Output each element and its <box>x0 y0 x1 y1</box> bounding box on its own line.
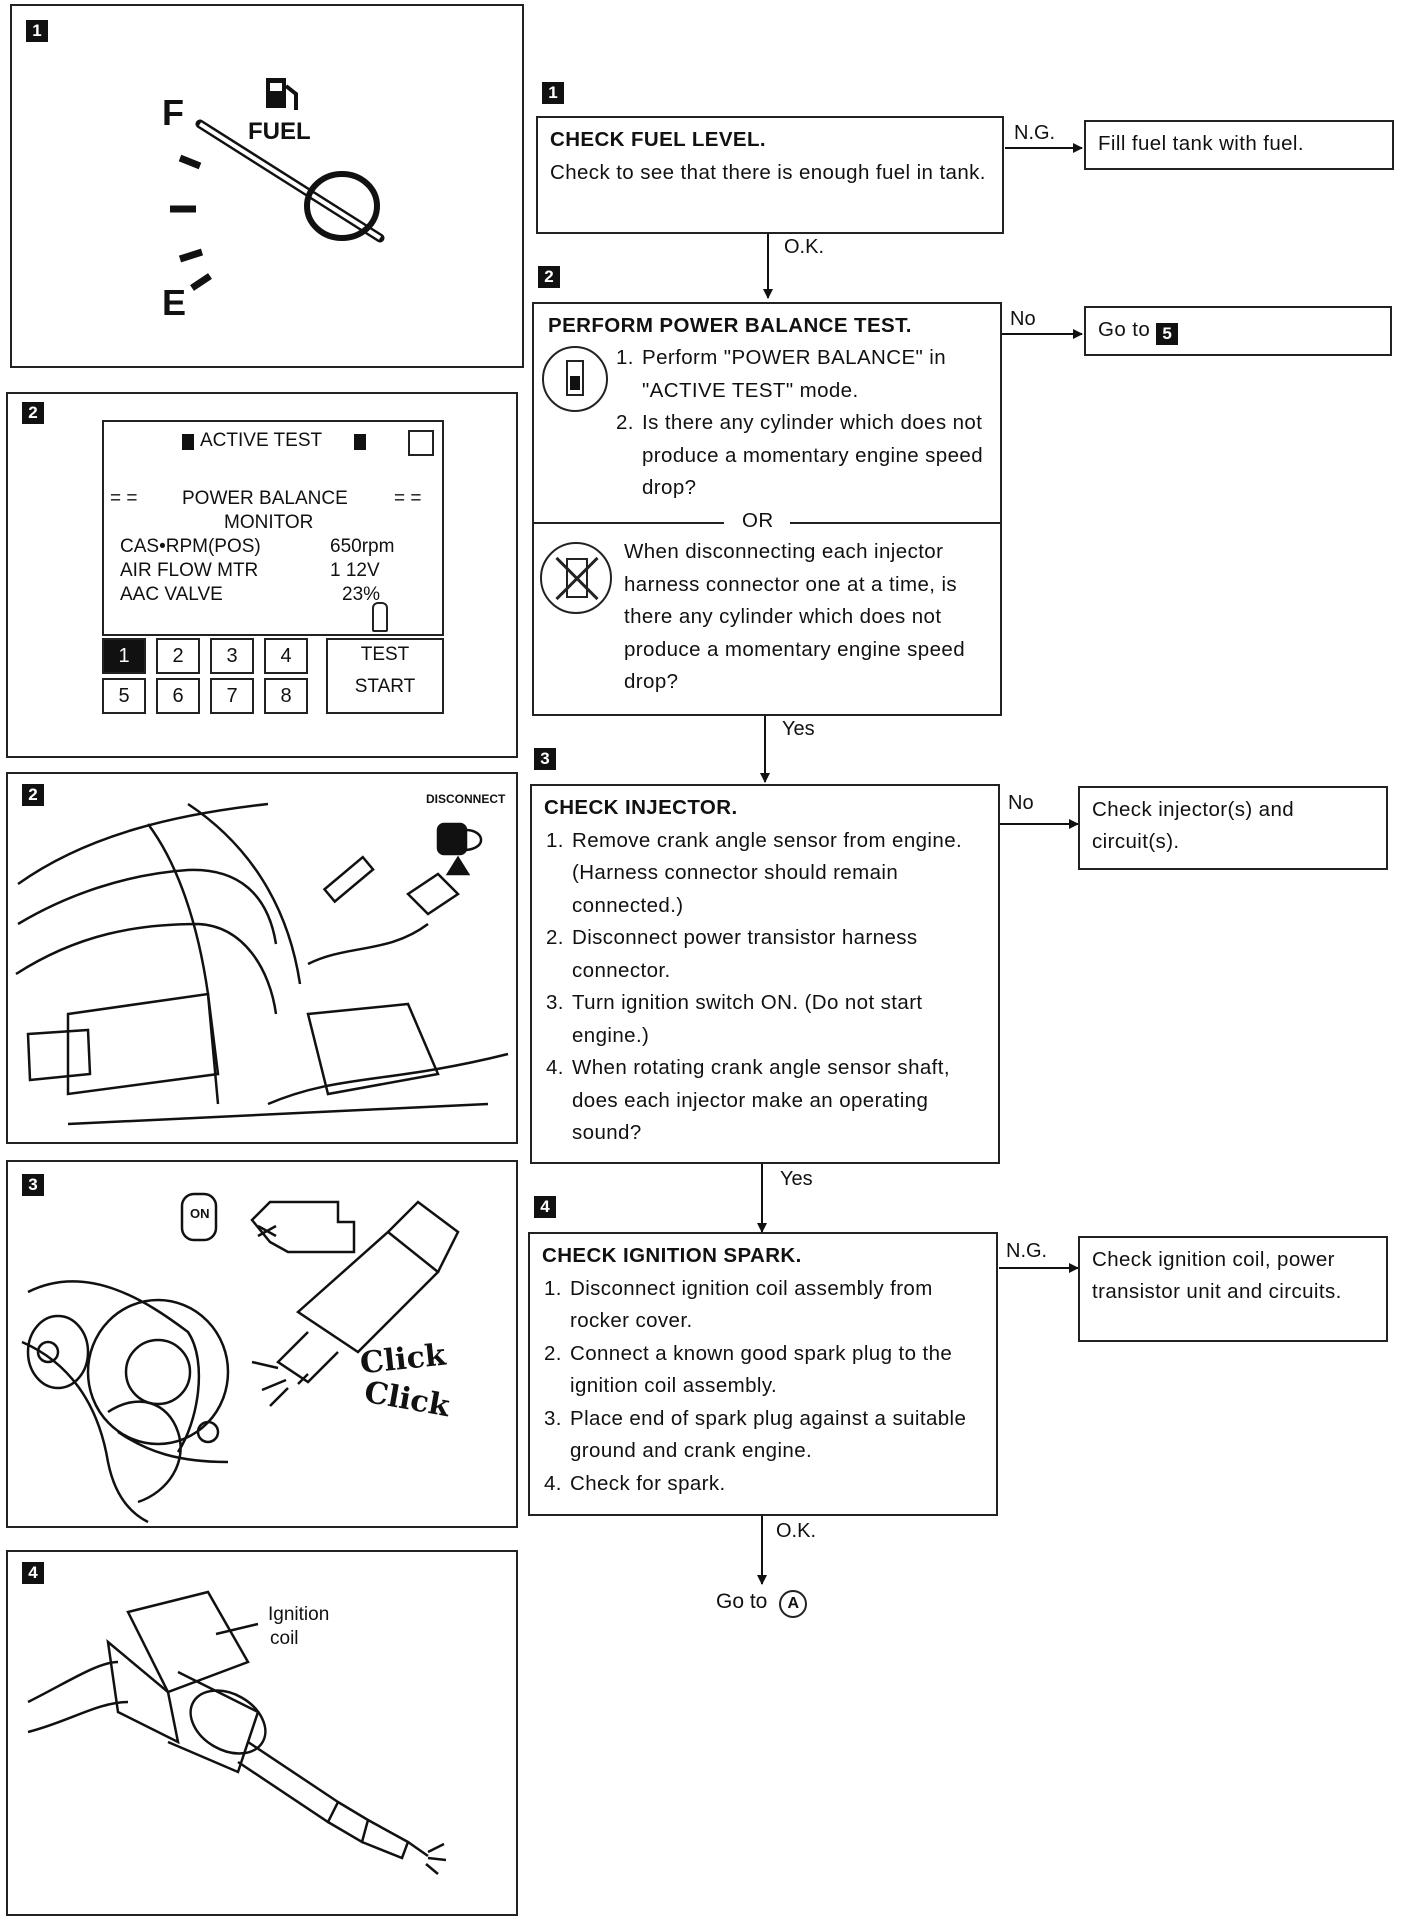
or-label: OR <box>742 509 774 532</box>
step-badge: 4 <box>22 1562 44 1584</box>
header-mark-left <box>182 434 194 450</box>
step-badge: 2 <box>22 402 44 424</box>
dash-left: = = <box>110 488 138 509</box>
or-divider-right <box>790 522 1000 524</box>
goto-text: Go to <box>1098 318 1151 341</box>
ok-label: O.K. <box>784 236 825 258</box>
row-name: AAC VALVE <box>120 584 223 605</box>
step-items: Disconnect ignition coil assembly from r… <box>542 1273 984 1501</box>
step-items: Remove crank angle sensor from engine. (… <box>544 825 986 1150</box>
step-item: Place end of spark plug against a suitab… <box>568 1403 984 1468</box>
or-divider-left <box>534 522 724 524</box>
engine-drawing <box>15 802 509 1126</box>
active-test-header: ACTIVE TEST <box>200 430 323 451</box>
step-item: Perform "POWER BALANCE" in "ACTIVE TEST"… <box>640 342 1010 407</box>
step-badge: 3 <box>534 748 556 770</box>
step-title: PERFORM POWER BALANCE TEST. <box>548 314 912 337</box>
cylinder-key[interactable]: 1 <box>102 638 146 674</box>
ng-result-box: Fill fuel tank with fuel. <box>1084 120 1394 170</box>
gauge-full-label: F <box>162 92 184 133</box>
goto-step-badge[interactable]: 5 <box>1156 323 1179 345</box>
step-badge: 3 <box>22 1174 44 1196</box>
goto-connector[interactable]: Go to A <box>716 1590 808 1618</box>
step-item: Remove crank angle sensor from engine. (… <box>570 825 986 923</box>
step-1-box: CHECK FUEL LEVEL. Check to see that ther… <box>536 116 1004 234</box>
yes-label: Yes <box>780 1168 813 1190</box>
step-item: When rotating crank angle sensor shaft, … <box>570 1052 986 1150</box>
step-items: Perform "POWER BALANCE" in "ACTIVE TEST"… <box>614 342 1010 505</box>
step-item: Connect a known good spark plug to the i… <box>568 1338 984 1403</box>
row-name: CAS•RPM(POS) <box>120 536 261 557</box>
step-title: CHECK INJECTOR. <box>544 796 738 819</box>
cylinder-key[interactable]: 3 <box>210 638 254 674</box>
step-2-box: PERFORM POWER BALANCE TEST. Perform "POW… <box>532 302 1002 716</box>
test-start-key[interactable]: TEST START <box>326 638 444 714</box>
no-tool-icon <box>540 542 612 614</box>
cylinder-key[interactable]: 5 <box>102 678 146 714</box>
fuel-gauge-drawing <box>170 78 385 291</box>
row-value: 23% <box>342 584 381 605</box>
cylinder-key[interactable]: 2 <box>156 638 200 674</box>
step-badge: 2 <box>22 784 44 806</box>
consult-tool-icon <box>542 346 608 412</box>
step-item: Disconnect ignition coil assembly from r… <box>568 1273 984 1338</box>
row-name: AIR FLOW MTR <box>120 560 259 581</box>
start-label: START <box>354 676 416 697</box>
engine-harness-illustration: 2 DISCONNECT <box>6 772 518 1144</box>
ignition-coil-drawing <box>27 1590 447 1875</box>
alt-text: When disconnecting each injector harness… <box>624 540 966 693</box>
step-text: Check to see that there is enough fuel i… <box>550 160 986 184</box>
monitor-subtitle: MONITOR <box>224 512 314 533</box>
step-badge: 4 <box>534 1196 556 1218</box>
ignition-on-label: ON <box>190 1206 210 1221</box>
goto-text: Go to <box>716 1590 768 1613</box>
step-4-box: CHECK IGNITION SPARK. Disconnect ignitio… <box>528 1232 998 1516</box>
step-title: CHECK FUEL LEVEL. <box>550 128 766 151</box>
dash-right: = = <box>394 488 422 509</box>
step-item: Check for spark. <box>568 1468 984 1501</box>
cylinder-key[interactable]: 8 <box>264 678 308 714</box>
step-badge: 1 <box>542 82 564 104</box>
test-label: TEST <box>360 644 410 665</box>
connector-a-icon: A <box>779 1590 808 1618</box>
screen-checkbox <box>408 430 434 456</box>
gauge-fuel-label: FUEL <box>248 118 311 145</box>
step-item: Is there any cylinder which does not pro… <box>640 407 1010 505</box>
header-mark-right <box>354 434 366 450</box>
step-badge: 1 <box>26 20 48 42</box>
crank-sensor-illustration: 3 ON Click Click <box>6 1160 518 1528</box>
row-value: 650rpm <box>330 536 395 557</box>
no-result-box: Check injector(s) and circuit(s). <box>1078 786 1388 870</box>
cylinder-key[interactable]: 4 <box>264 638 308 674</box>
fuel-gauge-illustration: 1 F E FUEL <box>10 4 524 368</box>
ignition-coil-illustration: 4 Ignition coil <box>6 1550 518 1916</box>
consult-display: ACTIVE TEST = = POWER BALANCE = = MONITO… <box>102 420 444 636</box>
yes-label: Yes <box>782 718 815 740</box>
row-value: 1 12V <box>330 560 380 581</box>
ignition-coil-label: Ignition <box>268 1604 330 1625</box>
step-badge: 2 <box>538 266 560 288</box>
ng-result-box: Check ignition coil, power transistor un… <box>1078 1236 1388 1342</box>
monitor-title: POWER BALANCE <box>182 488 348 509</box>
ng-label: N.G. <box>1006 1240 1048 1262</box>
no-label: No <box>1008 792 1034 814</box>
step-item: Turn ignition switch ON. (Do not start e… <box>570 987 986 1052</box>
step-item: Disconnect power transistor harness conn… <box>570 922 986 987</box>
step-3-box: CHECK INJECTOR. Remove crank angle senso… <box>530 784 1000 1164</box>
crank-sensor-drawing <box>21 1192 460 1524</box>
step-title: CHECK IGNITION SPARK. <box>542 1244 802 1267</box>
no-result-box: Go to 5 <box>1084 306 1392 356</box>
no-label: No <box>1010 308 1036 330</box>
cylinder-key[interactable]: 6 <box>156 678 200 714</box>
pointer-hand-icon <box>372 602 388 632</box>
ignition-coil-label: coil <box>270 1628 299 1649</box>
cylinder-key[interactable]: 7 <box>210 678 254 714</box>
ng-label: N.G. <box>1014 122 1056 144</box>
gauge-empty-label: E <box>162 282 187 323</box>
ok-label: O.K. <box>776 1520 817 1542</box>
consult-screen-illustration: 2 ACTIVE TEST = = POWER BALANCE = = MONI… <box>6 392 518 758</box>
disconnect-label: DISCONNECT <box>426 792 506 806</box>
